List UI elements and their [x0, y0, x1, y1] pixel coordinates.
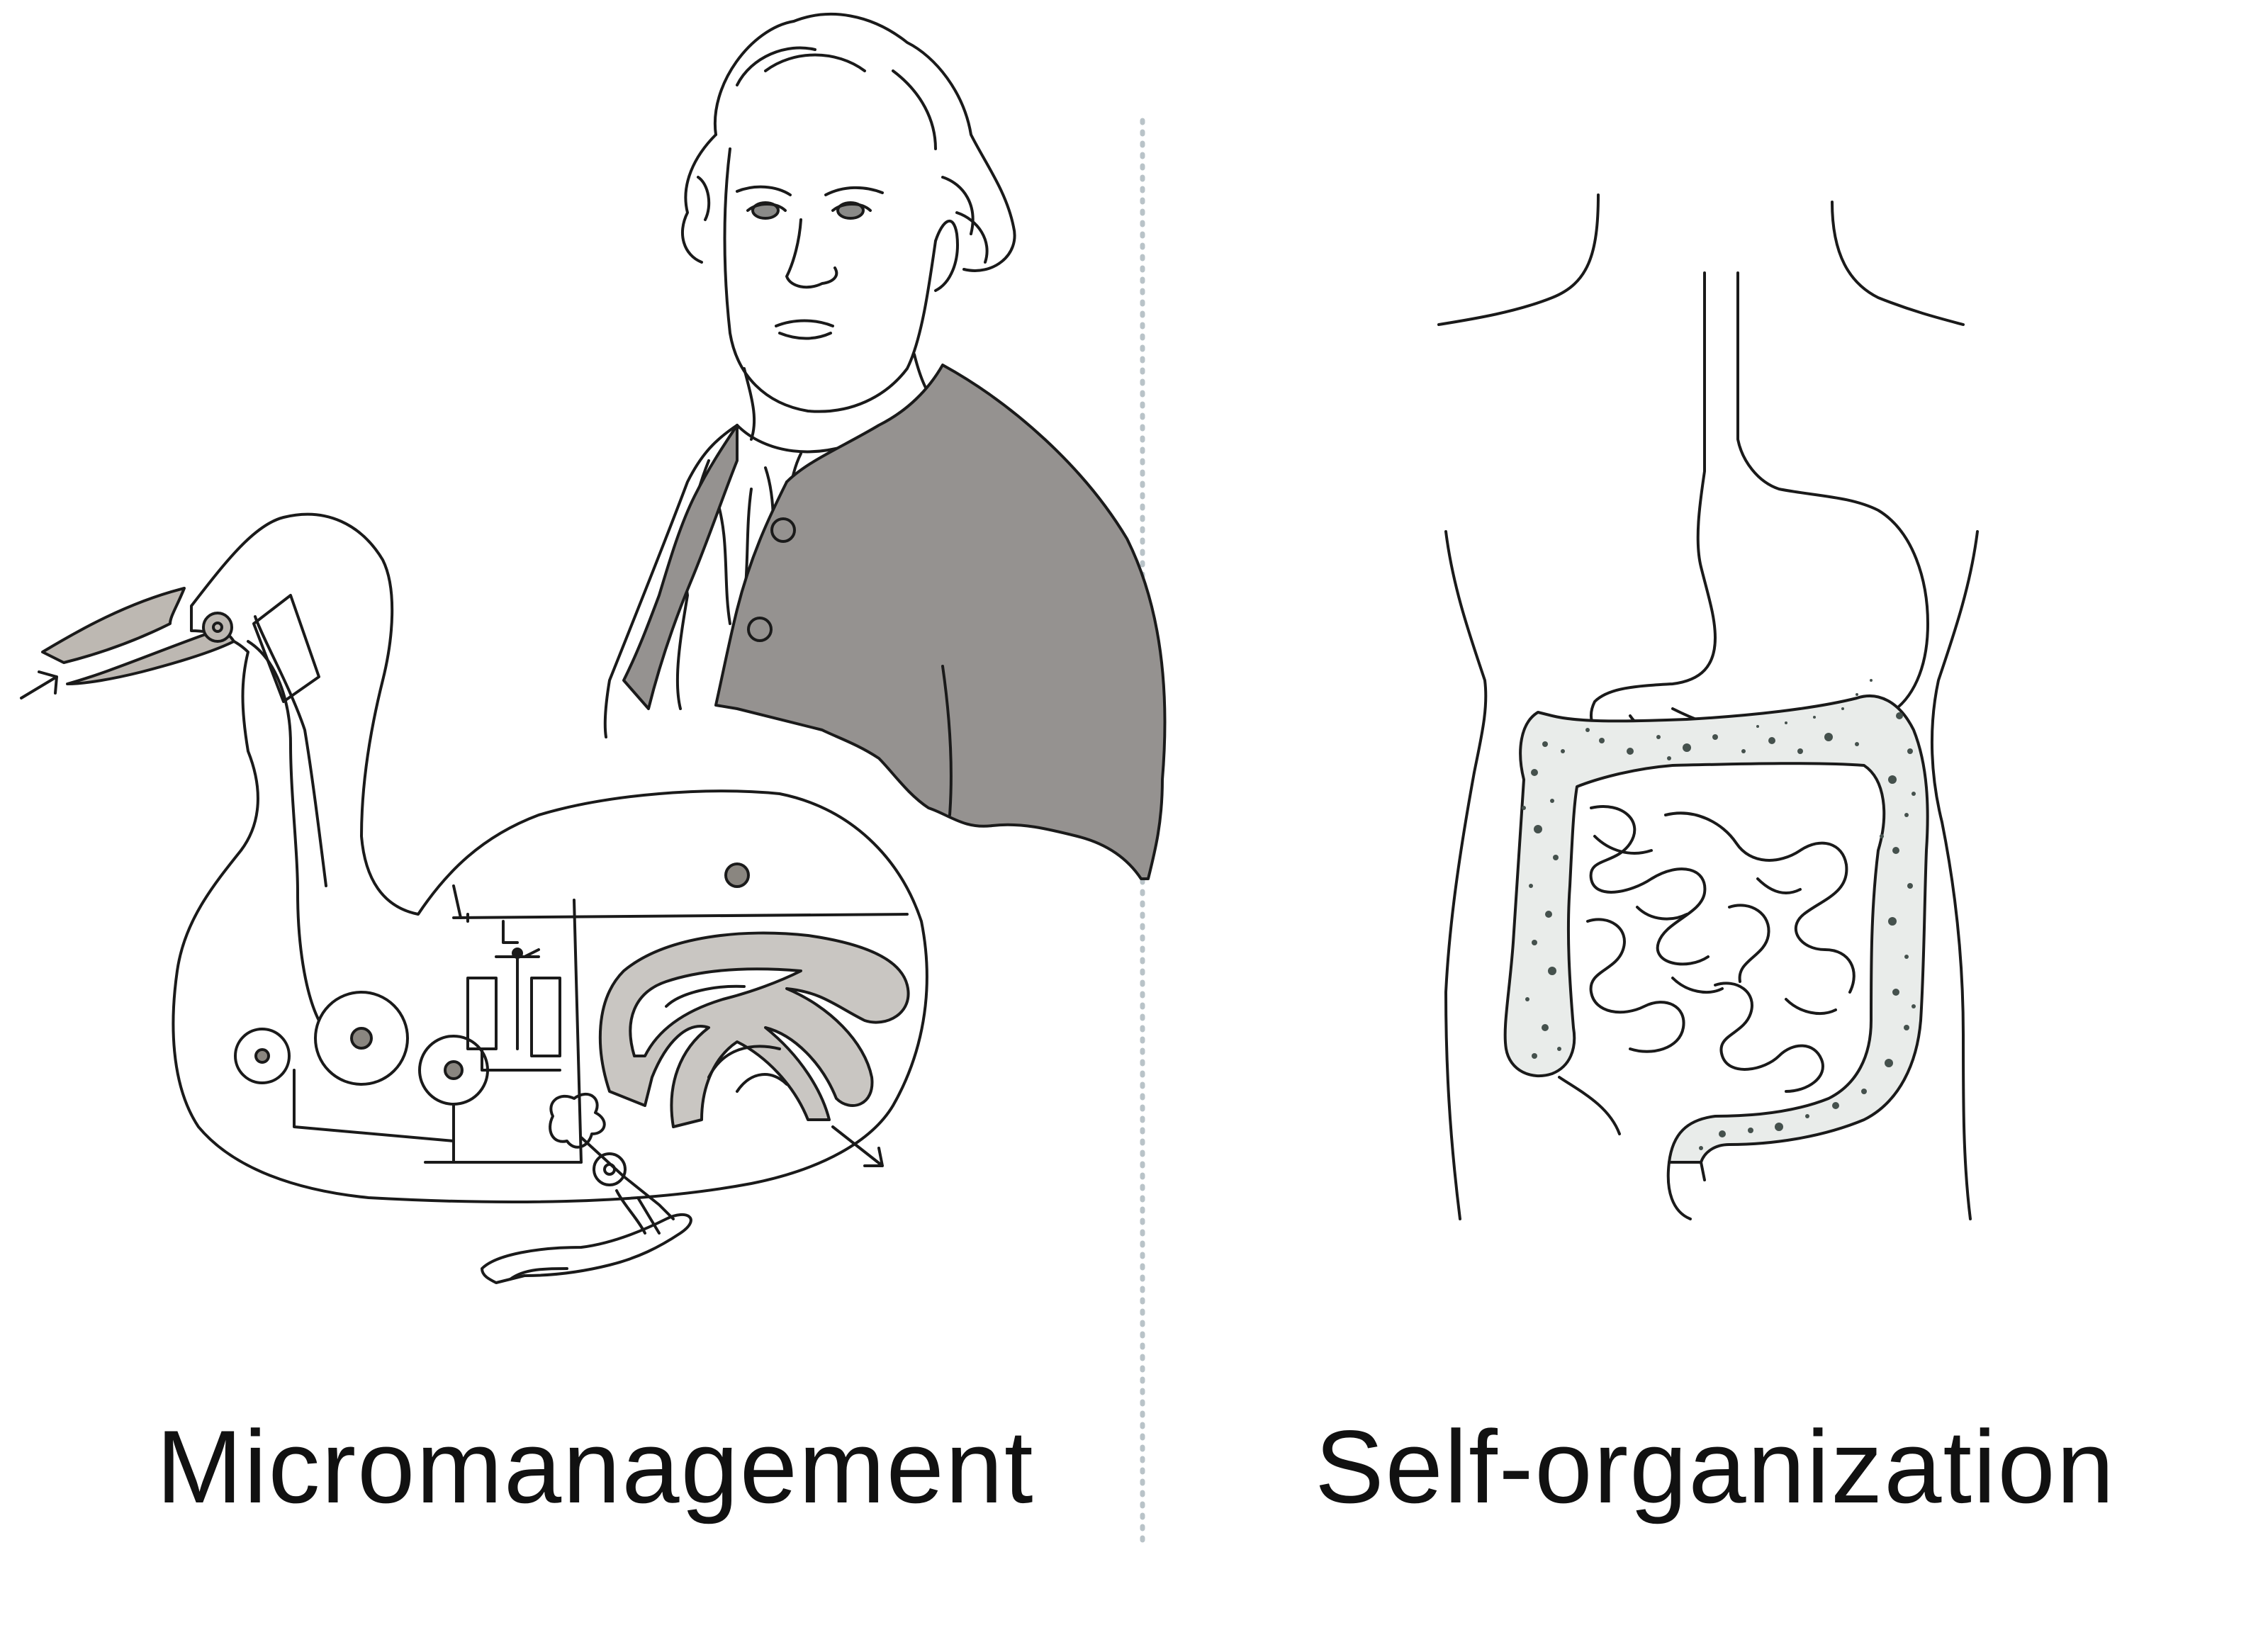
left-shoulder — [1437, 193, 1600, 326]
gear-wheel — [234, 1028, 291, 1084]
digesting-duck — [20, 512, 928, 1284]
right-eye — [836, 201, 865, 220]
face — [723, 147, 937, 413]
right-shoulder — [1831, 201, 1965, 326]
left-illustration — [20, 13, 1167, 1284]
right-illustration — [1437, 193, 1979, 1220]
food-inlet-arrow — [20, 670, 58, 699]
digestive-system — [1503, 271, 1929, 1220]
torso-right-side — [1930, 530, 1979, 1220]
esophagus — [1696, 271, 1717, 639]
gear-wheel — [314, 991, 409, 1086]
stomach-microbiota — [1756, 679, 1873, 728]
waste-outlet-arrow — [831, 1125, 884, 1167]
beak-pivot — [202, 612, 233, 643]
nose — [785, 218, 838, 289]
gut-microbiota — [1522, 712, 1916, 1150]
duck-eye — [724, 862, 750, 888]
drive-key — [549, 1093, 606, 1149]
mouth — [775, 319, 834, 340]
coat-button — [770, 517, 796, 543]
piston — [530, 977, 561, 1057]
duck-beak — [41, 587, 186, 664]
duck-foot — [481, 1213, 692, 1284]
duck-intestine — [598, 931, 910, 1128]
piston — [466, 977, 498, 1050]
duck-head-neck — [172, 512, 928, 1203]
left-caption: Micromanagement — [156, 1409, 1035, 1524]
appendix — [1558, 1076, 1621, 1135]
inventor-portrait — [603, 13, 1167, 880]
human-torso — [1437, 193, 1979, 1220]
small-intestine — [1586, 805, 1856, 1093]
right-caption: Self-organization — [1315, 1409, 2116, 1524]
torso-left-side — [1444, 530, 1488, 1220]
coat-button — [747, 617, 773, 642]
left-eye — [751, 201, 780, 220]
wig — [713, 13, 1016, 272]
rectum — [1666, 1161, 1692, 1220]
coat — [714, 364, 1167, 880]
